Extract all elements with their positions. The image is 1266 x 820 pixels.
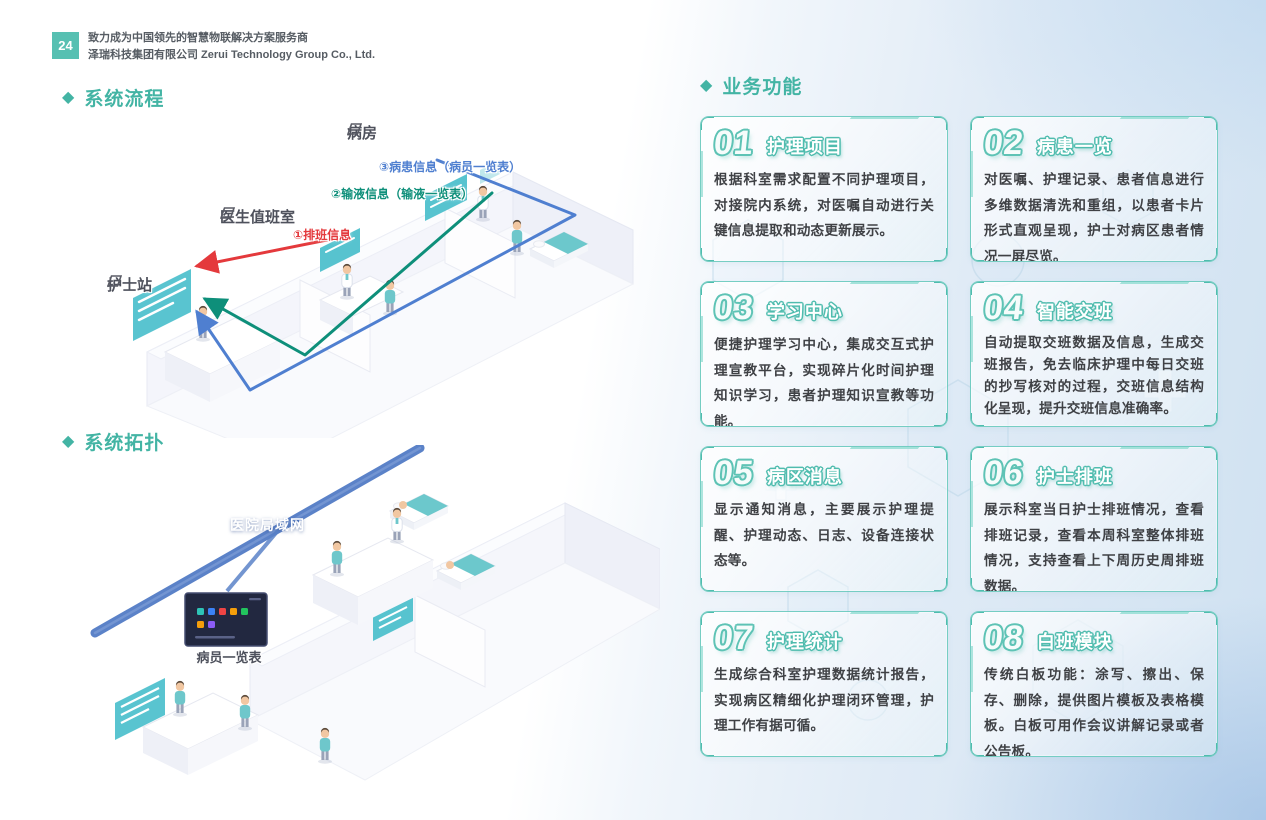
topology-diagram-graphic [90,445,660,781]
card-title: 智能交班 [1036,302,1113,322]
company-header: 致力成为中国领先的智慧物联解决方案服务商 泽瑞科技集团有限公司 Zerui Te… [88,30,375,63]
company-name: 泽瑞科技集团有限公司 Zerui Technology Group Co., L… [88,48,376,61]
screen-label: 病员一览表 [196,650,262,665]
card-number: 08 [982,618,1026,657]
lan-label: 医院局域网 [230,517,305,533]
flow-label-infusion-info: ②输液信息（输液一览表） [331,187,474,201]
card-number: 03 [712,288,756,327]
card-title: 病区消息 [766,467,843,487]
section-title-text: 系统流程 [84,89,165,110]
section-title-functions: ◆ 业务功能 [700,72,1222,99]
flow-arrows [194,158,577,392]
card-description: 展示科室当日护士排班情况，查看排班记录，查看本周科室整体排班情况，支持查看上下周… [984,502,1204,592]
business-functions-panel: ◆ 业务功能 01 护理项目 根据科室需求配置不同护理项目，对接院内系统，对医嘱… [700,72,1222,757]
diamond-bullet-icon: ◆ [62,432,76,450]
function-card-04: 04 智能交班 自动提取交班数据及信息，生成交班报告，免去临床护理中每日交班的抄… [970,281,1218,427]
function-card-03: 03 学习中心 便捷护理学习中心，集成交互式护理宣教平台，实现碎片化时间护理知识… [700,281,948,427]
function-card-01: 01 护理项目 根据科室需求配置不同护理项目，对接院内系统，对医嘱自动进行关键信… [700,116,948,262]
card-number: 05 [712,453,756,492]
card-description: 便捷护理学习中心，集成交互式护理宣教平台，实现碎片化时间护理知识学习，患者护理知… [714,337,934,427]
card-number: 02 [982,123,1026,162]
page-header: 24 致力成为中国领先的智慧物联解决方案服务商 泽瑞科技集团有限公司 Zerui… [52,30,375,63]
card-number: 01 [712,123,756,162]
system-flow-illustration: 病房 医生值班室 护士站 ③病患信息（病员一览表） ②输液信息（输液一览表） ①… [85,100,660,438]
card-title: 护理项目 [766,137,843,157]
system-topology-illustration: 医院局域网 病员一览表 [85,445,660,820]
room-label-ward: 病房 [347,122,377,143]
function-cards-grid: 01 护理项目 根据科室需求配置不同护理项目，对接院内系统，对医嘱自动进行关键信… [700,116,1222,757]
function-card-05: 05 病区消息 显示通知消息，主要展示护理提醒、护理动态、日志、设备连接状态等。 [700,446,948,592]
card-number: 04 [982,288,1026,327]
function-card-06: 06 护士排班 展示科室当日护士排班情况，查看排班记录，查看本周科室整体排班情况… [970,446,1218,592]
company-tagline: 致力成为中国领先的智慧物联解决方案服务商 [88,32,308,44]
card-description: 显示通知消息，主要展示护理提醒、护理动态、日志、设备连接状态等。 [714,502,934,569]
section-title-topology: ◆ 系统拓扑 [62,428,164,455]
card-title: 护理统计 [766,632,843,652]
card-description: 自动提取交班数据及信息，生成交班报告，免去临床护理中每日交班的抄写核对的过程，交… [984,335,1204,417]
section-title-flow: ◆ 系统流程 [62,84,164,111]
card-title: 护士排班 [1036,467,1113,487]
card-number: 07 [712,618,756,657]
card-number: 06 [982,453,1026,492]
card-header: 01 护理项目 [712,122,934,164]
card-header: 04 智能交班 [982,287,1204,329]
card-header: 06 护士排班 [982,452,1204,494]
card-header: 07 护理统计 [712,617,934,659]
room-label-nurse-station: 护士站 [107,274,152,295]
card-description: 传统白板功能：涂写、擦出、保存、删除，提供图片模板及表格模板。白板可用作会议讲解… [984,667,1204,757]
flow-label-patient-info: ③病患信息（病员一览表） [379,160,522,174]
card-header: 03 学习中心 [712,287,934,329]
card-description: 生成综合科室护理数据统计报告，实现病区精细化护理闭环管理，护理工作有据可循。 [714,667,934,734]
card-header: 08 白班模块 [982,617,1204,659]
staff-figures [173,501,454,764]
lan-line [90,445,425,638]
card-description: 对医嘱、护理记录、患者信息进行多维数据清洗和重组，以患者卡片形式直观呈现，护士对… [984,172,1204,262]
card-header: 02 病患一览 [982,122,1204,164]
flow-diagram-graphic [133,158,635,438]
flow-label-schedule-info: ①排班信息 [293,228,352,242]
diamond-bullet-icon: ◆ [700,76,714,94]
card-header: 05 病区消息 [712,452,934,494]
card-title: 学习中心 [766,302,843,322]
flag-icon [107,275,122,287]
page-number: 24 [52,32,79,59]
card-description: 根据科室需求配置不同护理项目，对接院内系统，对医嘱自动进行关键信息提取和动态更新… [714,172,934,239]
function-card-08: 08 白班模块 传统白板功能：涂写、擦出、保存、删除，提供图片模板及表格模板。白… [970,611,1218,757]
ward-overview-screen [184,592,268,647]
card-title: 白班模块 [1036,632,1113,652]
flag-icon [347,123,362,135]
hospital-building [133,160,635,438]
hospital-room [115,493,660,781]
room-label-doctor-duty-room: 医生值班室 [220,206,295,227]
flag-icon [220,207,235,219]
card-title: 病患一览 [1036,137,1113,157]
section-title-text: 业务功能 [722,77,803,98]
section-title-text: 系统拓扑 [84,433,165,454]
function-card-07: 07 护理统计 生成综合科室护理数据统计报告，实现病区精细化护理闭环管理，护理工… [700,611,948,757]
diamond-bullet-icon: ◆ [62,88,76,106]
function-card-02: 02 病患一览 对医嘱、护理记录、患者信息进行多维数据清洗和重组，以患者卡片形式… [970,116,1218,262]
